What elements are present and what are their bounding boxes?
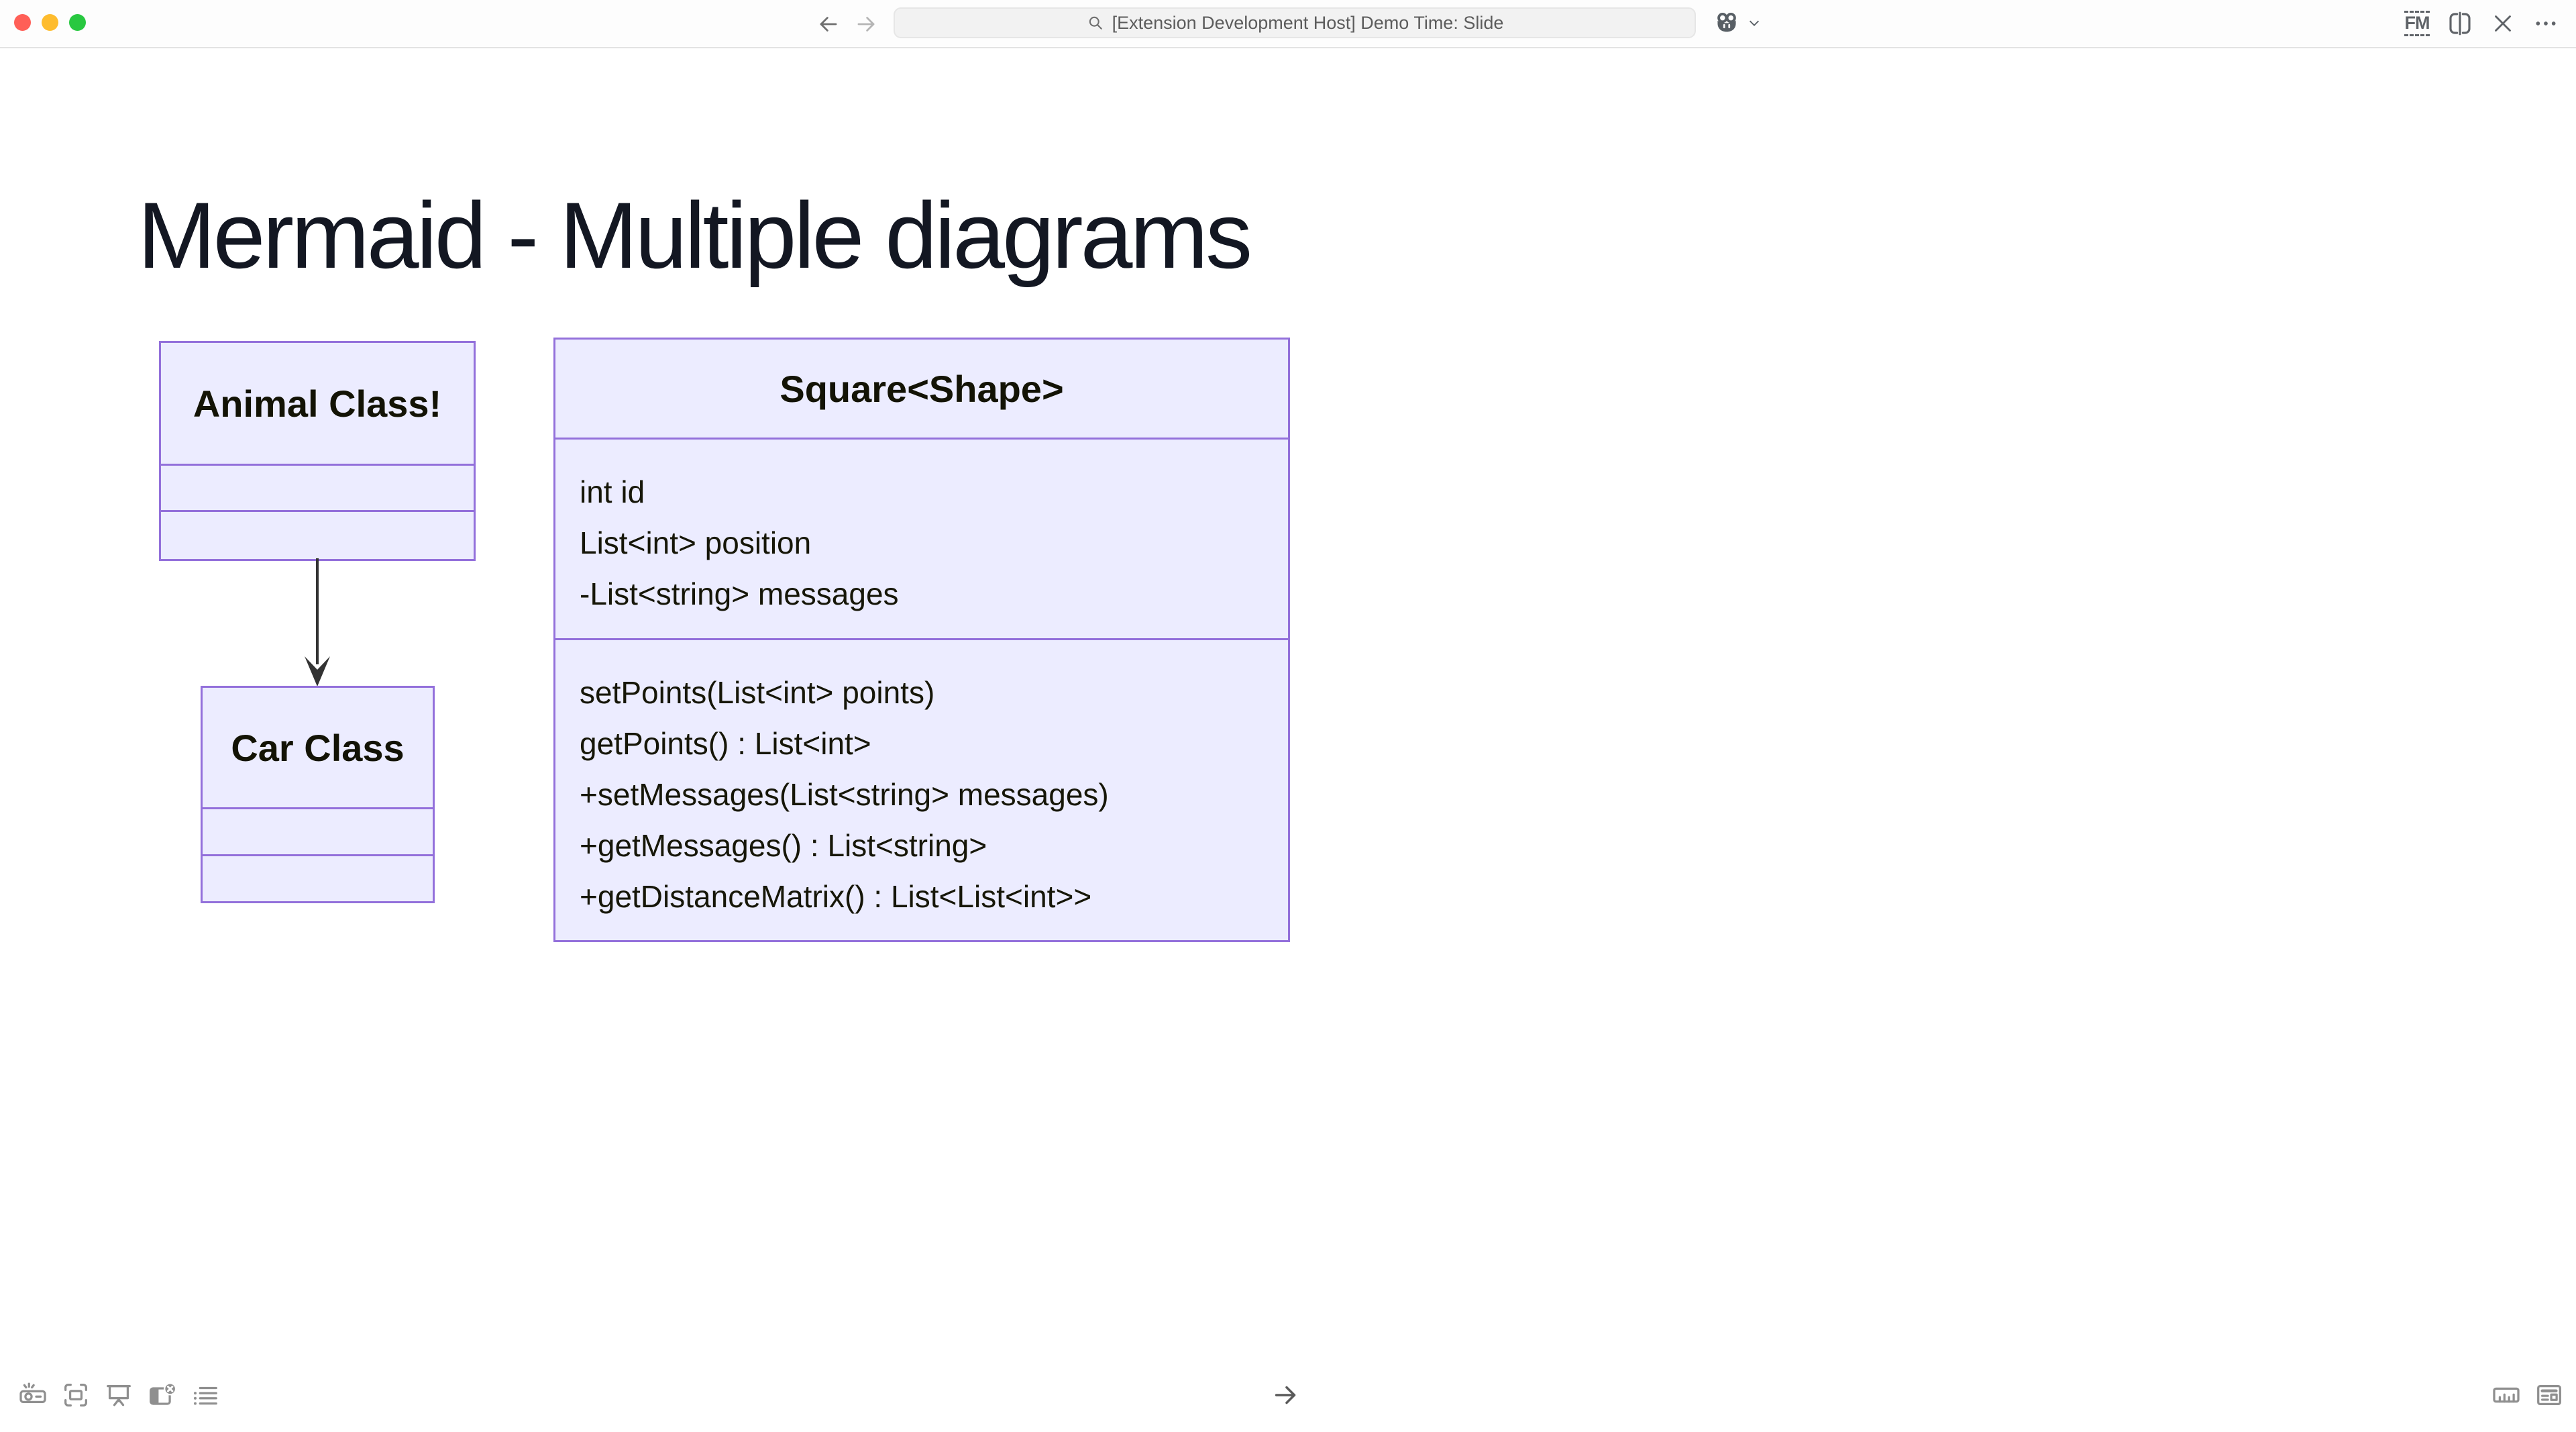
class-name-square: Square<Shape>: [780, 367, 1064, 410]
method-line: +setMessages(List<string> messages): [580, 777, 1109, 812]
close-sidebar-button[interactable]: [146, 1380, 177, 1411]
class-name-car: Car Class: [231, 726, 405, 769]
arrow-right-icon: [1275, 1386, 1296, 1404]
timer-button[interactable]: [2491, 1380, 2522, 1411]
command-center-search[interactable]: [Extension Development Host] Demo Time: …: [894, 7, 1696, 38]
start-presentation-button[interactable]: [17, 1380, 48, 1411]
ruler-icon: [2493, 1387, 2520, 1403]
method-line: +getDistanceMatrix() : List<List<int>>: [580, 879, 1092, 914]
slide-heading: Mermaid - Multiple diagrams: [138, 183, 1252, 288]
slide-tools-right: [2491, 1380, 2565, 1411]
zoom-window-button[interactable]: [69, 14, 86, 31]
method-line: getPoints() : List<int>: [580, 726, 871, 761]
slide-canvas: Mermaid - Multiple diagrams Animal Class…: [0, 50, 2576, 1432]
zoom-to-fit-button[interactable]: [60, 1380, 91, 1411]
chevron-down-icon: [1749, 20, 1760, 26]
edge-arrow-animal-to-car: [305, 558, 330, 686]
class-fields-square: int id List<int> position -List<string> …: [555, 438, 1288, 638]
copilot-icon: [1717, 13, 1736, 32]
close-icon: [2495, 15, 2511, 32]
close-window-button[interactable]: [14, 14, 31, 31]
more-actions-button[interactable]: [2530, 8, 2561, 39]
frontmatter-button[interactable]: FM: [2402, 8, 2432, 39]
method-line: +getMessages() : List<string>: [580, 828, 987, 863]
slide-notes-button[interactable]: [2534, 1380, 2565, 1411]
minimize-window-button[interactable]: [42, 14, 58, 31]
presentation-screen-icon: [107, 1384, 131, 1407]
close-editor-button[interactable]: [2487, 8, 2518, 39]
fit-frame-icon: [64, 1384, 87, 1407]
navigate-forward-button[interactable]: [852, 10, 880, 38]
arrow-left-icon: [820, 17, 837, 32]
ellipsis-icon: [2536, 21, 2556, 25]
presentation-view-button[interactable]: [103, 1380, 134, 1411]
split-editor-icon: [2449, 11, 2471, 36]
slide-list-button[interactable]: [189, 1380, 220, 1411]
titlebar: [Extension Development Host] Demo Time: …: [0, 0, 2576, 48]
field-line: int id: [580, 474, 645, 509]
class-methods-square: setPoints(List<int> points) getPoints() …: [555, 638, 1288, 940]
class-node-animal: Animal Class!: [159, 341, 476, 561]
slide-tools-left: [17, 1380, 220, 1411]
copilot-menu-button[interactable]: [1712, 8, 1762, 38]
class-node-square: Square<Shape> int id List<int> position …: [553, 338, 1290, 942]
class-attributes-animal-empty: [161, 464, 474, 510]
list-unordered-icon: [193, 1386, 217, 1405]
window-title: [Extension Development Host] Demo Time: …: [1112, 12, 1504, 33]
titlebar-actions: FM: [2402, 8, 2561, 39]
navigate-back-button[interactable]: [814, 10, 843, 38]
split-editor-button[interactable]: [2445, 8, 2475, 39]
slide-control-bar: [0, 1380, 2576, 1423]
field-line: -List<string> messages: [580, 576, 899, 611]
class-methods-car-empty: [203, 854, 433, 901]
next-slide-button[interactable]: [1271, 1380, 1301, 1411]
close-panel-icon: [150, 1382, 177, 1405]
projector-icon: [19, 1382, 46, 1403]
class-attributes-car-empty: [203, 807, 433, 854]
frontmatter-icon: FM: [2404, 11, 2430, 36]
search-icon: [1086, 13, 1105, 32]
class-methods-animal-empty: [161, 510, 474, 559]
arrow-right-icon: [857, 17, 875, 32]
class-node-car: Car Class: [201, 686, 435, 903]
field-line: List<int> position: [580, 525, 812, 560]
class-name-animal: Animal Class!: [193, 382, 442, 425]
layout-icon: [2537, 1384, 2561, 1406]
method-line: setPoints(List<int> points): [580, 675, 935, 710]
